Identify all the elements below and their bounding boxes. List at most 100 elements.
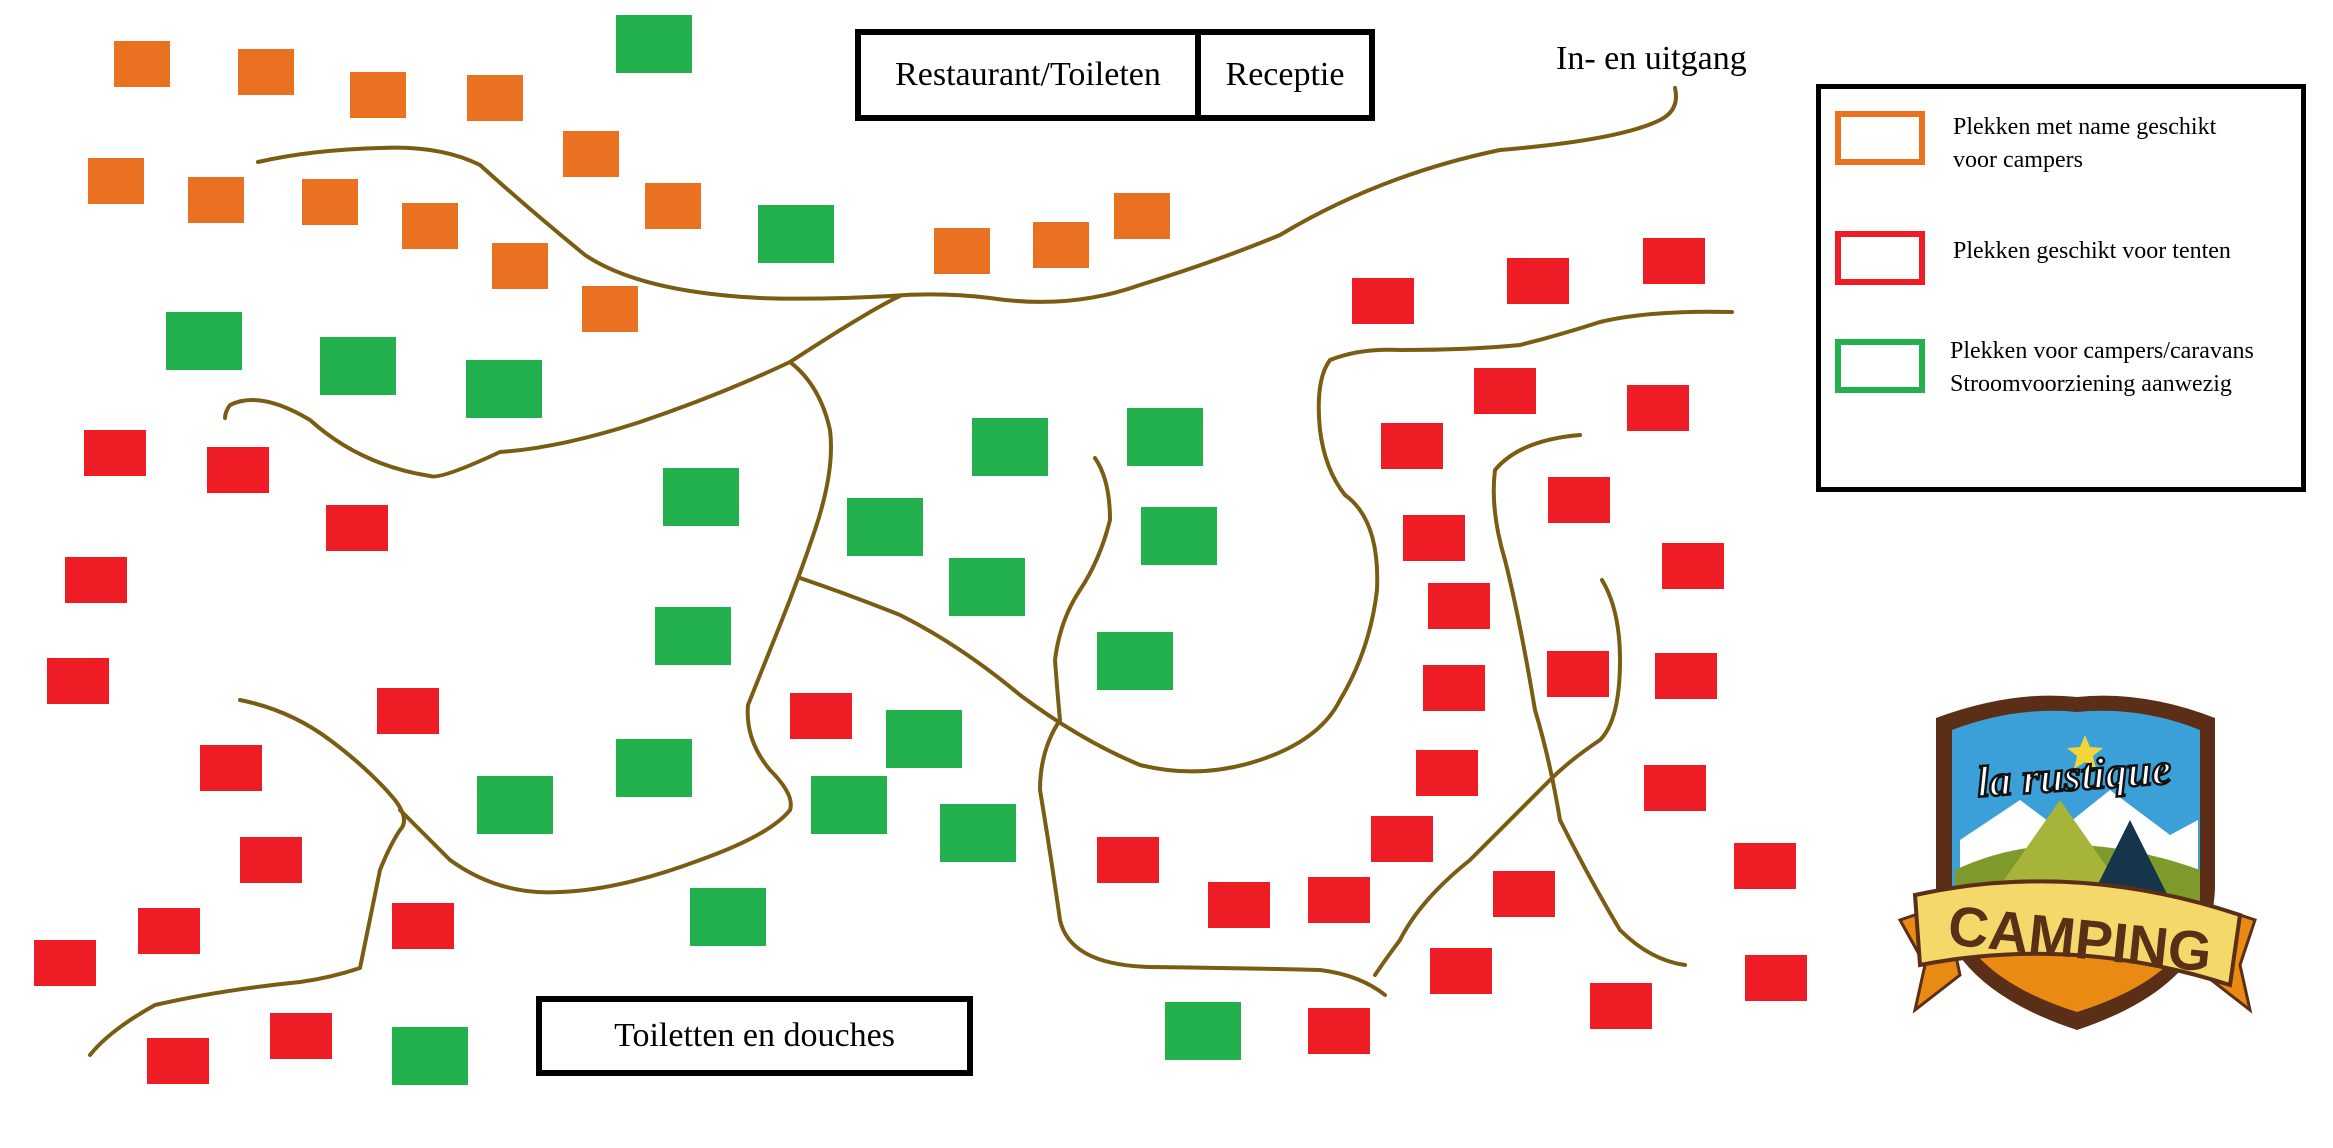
footpath [398, 360, 833, 895]
plot-tent [1308, 1008, 1370, 1054]
plot-tent [1548, 477, 1610, 523]
plot-power [811, 776, 887, 834]
plot-tent [1381, 423, 1443, 469]
plot-tent [138, 908, 200, 954]
plot-camper [492, 243, 548, 289]
logo-tent-green [1990, 800, 2130, 900]
plot-camper [645, 183, 701, 229]
footpath [88, 698, 406, 1057]
legend-power-line1: Plekken voor campers/caravans [1950, 338, 2254, 364]
plot-tent [377, 688, 439, 734]
building-reception: Receptie [1195, 29, 1375, 121]
legend-camper-line1: Plekken met name geschikt [1953, 114, 2217, 140]
plot-tent [1493, 871, 1555, 917]
plot-tent [790, 693, 852, 739]
plot-tent [326, 505, 388, 551]
plot-tent [392, 903, 454, 949]
legend-item-camper: Plekken met name geschikt voor campers [1835, 111, 2305, 181]
legend-camper-line2: voor campers [1953, 147, 2083, 173]
logo-banner [1912, 879, 2243, 988]
plot-power [972, 418, 1048, 476]
plot-camper [350, 72, 406, 118]
plot-power [616, 15, 692, 73]
plot-tent [1745, 955, 1807, 1001]
plot-tent [1627, 385, 1689, 431]
plot-power [886, 710, 962, 768]
legend-tent-line1: Plekken geschikt voor tenten [1953, 238, 2231, 264]
plot-tent [1423, 665, 1485, 711]
footpath [256, 86, 1678, 304]
footpath [798, 309, 1734, 774]
plot-camper [467, 75, 523, 121]
plot-tent [207, 447, 269, 493]
plot-camper [88, 158, 144, 204]
plot-camper [1033, 222, 1089, 268]
plot-tent [147, 1038, 209, 1084]
plot-camper [188, 177, 244, 223]
plot-camper [1114, 193, 1170, 239]
plot-power [320, 337, 396, 395]
plot-power [1141, 507, 1217, 565]
plot-tent [1097, 837, 1159, 883]
camping-logo: la rustique CAMPING [1897, 695, 2257, 1030]
plot-camper [238, 49, 294, 95]
logo-tent-dark [2090, 820, 2170, 900]
legend-power-line2: Stroomvoorziening aanwezig [1950, 371, 2232, 397]
plot-camper [934, 228, 990, 274]
plot-camper [563, 131, 619, 177]
plot-tent [1590, 983, 1652, 1029]
building-restaurant: Restaurant/Toileten [855, 29, 1201, 121]
footpath [1038, 456, 1387, 997]
plot-power [616, 739, 692, 797]
legend: Plekken met name geschikt voor campers P… [1816, 84, 2306, 492]
plot-power [392, 1027, 468, 1085]
plot-tent [1403, 515, 1465, 561]
plot-tent [1371, 816, 1433, 862]
footpath [1373, 578, 1622, 977]
plot-tent [84, 430, 146, 476]
plot-tent [1507, 258, 1569, 304]
plot-power [690, 888, 766, 946]
plot-tent [1416, 750, 1478, 796]
plot-tent [1547, 651, 1609, 697]
building-restaurant-label: Restaurant/Toileten [895, 56, 1161, 93]
footpaths [88, 86, 1734, 1057]
plot-power [466, 360, 542, 418]
plot-tent [1352, 278, 1414, 324]
plot-power [949, 558, 1025, 616]
plot-power [655, 607, 731, 665]
plot-tent [270, 1013, 332, 1059]
plot-tent [47, 658, 109, 704]
camping-plots [34, 15, 1807, 1085]
plot-tent [1308, 877, 1370, 923]
plot-tent [1662, 543, 1724, 589]
plot-power [758, 205, 834, 263]
plot-tent [1208, 882, 1270, 928]
building-reception-label: Receptie [1225, 56, 1345, 93]
plot-tent [1644, 765, 1706, 811]
plot-tent [1430, 948, 1492, 994]
plot-power [847, 498, 923, 556]
plot-power [663, 468, 739, 526]
logo-star-icon [2067, 735, 2103, 769]
plot-power [1127, 408, 1203, 466]
legend-swatch-camper [1835, 111, 1925, 165]
plot-tent [1734, 843, 1796, 889]
legend-swatch-tent [1835, 231, 1925, 285]
plot-tent [1428, 583, 1490, 629]
plot-camper [582, 286, 638, 332]
legend-item-power: Plekken voor campers/caravans Stroomvoor… [1835, 338, 2305, 409]
plot-camper [302, 179, 358, 225]
plot-camper [114, 41, 170, 87]
plot-tent [34, 940, 96, 986]
plot-tent [200, 745, 262, 791]
plot-tent [1643, 238, 1705, 284]
legend-swatch-power [1835, 339, 1925, 393]
plot-power [477, 776, 553, 834]
plot-power [940, 804, 1016, 862]
building-toilets: Toiletten en douches [536, 996, 973, 1076]
plot-tent [240, 837, 302, 883]
plot-tent [1655, 653, 1717, 699]
plot-power [1097, 632, 1173, 690]
